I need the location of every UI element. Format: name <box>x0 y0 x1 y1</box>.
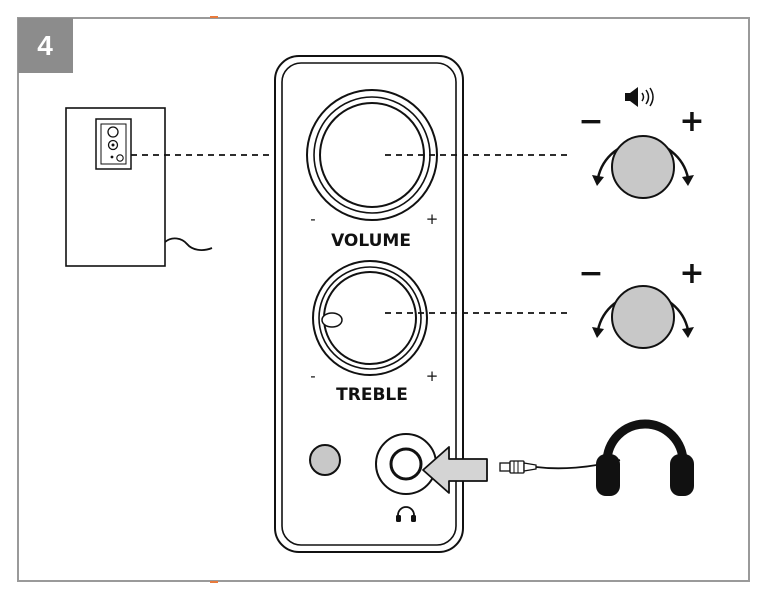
headphones-icon <box>596 419 694 496</box>
treble-control-plus: + <box>679 256 704 291</box>
speaker-back <box>65 107 213 267</box>
headphone-icon <box>396 506 416 522</box>
treble-plus-mark: + <box>426 367 439 385</box>
volume-control-knob <box>611 135 675 199</box>
volume-plus-mark: + <box>426 210 439 228</box>
power-cable <box>164 237 213 251</box>
treble-label: TREBLE <box>336 385 408 405</box>
volume-control-minus: − <box>578 104 603 139</box>
step-number: 4 <box>37 30 53 61</box>
treble-control-minus: − <box>578 256 603 291</box>
treble-control-knob <box>611 285 675 349</box>
control-panel: - + VOLUME - + TREBLE <box>274 55 464 553</box>
treble-knob <box>312 260 428 376</box>
step-badge <box>18 18 73 73</box>
plug-in-arrow <box>422 446 488 494</box>
volume-minus-mark: - <box>310 210 315 228</box>
treble-minus-mark: - <box>310 367 315 385</box>
speaker-volume-icon <box>625 87 654 107</box>
headphone-jack <box>375 433 437 495</box>
volume-control-plus: + <box>679 104 704 139</box>
diagram-frame <box>17 17 750 582</box>
power-indicator <box>309 444 341 476</box>
volume-label: VOLUME <box>331 231 411 251</box>
volume-knob <box>306 89 438 221</box>
treble-indicator <box>321 312 343 328</box>
